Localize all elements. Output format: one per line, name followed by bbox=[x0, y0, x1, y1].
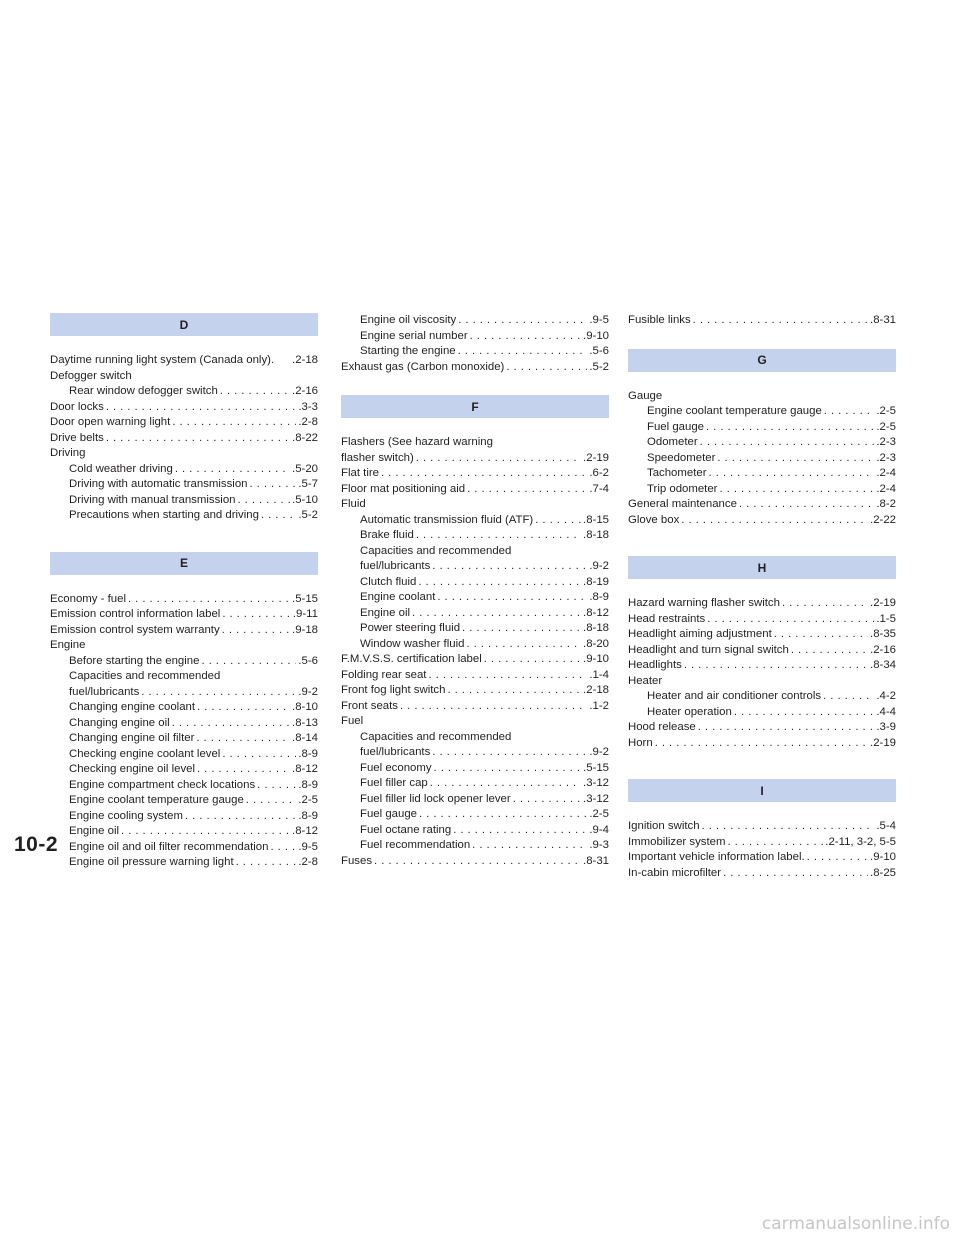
index-heading: Flashers (See hazard warning bbox=[341, 436, 493, 448]
index-column-1: D Daytime running light system (Canada o… bbox=[50, 313, 318, 871]
index-subentry: Starting the engine.....................… bbox=[360, 345, 609, 357]
index-subentry: Engine coolant temperature gauge........… bbox=[647, 405, 896, 417]
index-entry: Ignition switch.........................… bbox=[628, 820, 896, 832]
index-subentry: Odometer................................… bbox=[647, 436, 896, 448]
index-entry: General maintenance.....................… bbox=[628, 498, 896, 510]
index-subentry: Window washer fluid.....................… bbox=[360, 637, 609, 650]
index-subentry: Fuel gauge..............................… bbox=[647, 420, 896, 433]
index-subentry: Engine serial number....................… bbox=[360, 329, 609, 342]
index-entry: Headlight aiming adjustment.............… bbox=[628, 628, 896, 640]
index-subentry: Fuel gauge..............................… bbox=[360, 808, 609, 820]
index-subentry: Heater and air conditioner controls.....… bbox=[647, 690, 896, 702]
index-entry: Floor mat positioning aid...............… bbox=[341, 482, 609, 495]
index-subentry: Brake fluid.............................… bbox=[360, 529, 609, 541]
index-subentry: Engine oil pressure warning light.......… bbox=[69, 856, 318, 868]
index-subentry: Heater operation........................… bbox=[647, 705, 896, 718]
index-subentry: Changing engine coolant.................… bbox=[69, 701, 318, 713]
index-heading: Fluid bbox=[341, 498, 366, 510]
index-subentry: fuel/lubricants.........................… bbox=[360, 560, 609, 572]
index-entry: In-cabin microfilter....................… bbox=[628, 866, 896, 879]
section-header-e: E bbox=[50, 551, 318, 575]
index-subentry: Speedometer.............................… bbox=[647, 451, 896, 464]
index-entry: Immobilizer system......................… bbox=[628, 835, 896, 848]
index-entry: Hood release............................… bbox=[628, 721, 896, 733]
index-subentry: Trip odometer...........................… bbox=[647, 482, 896, 495]
page-number: 10-2 bbox=[14, 833, 59, 856]
index-subentry: Fuel octane rating......................… bbox=[360, 823, 609, 836]
index-entry: Head restraints.........................… bbox=[628, 612, 896, 625]
index-subentry: Engine oil..............................… bbox=[69, 825, 318, 837]
index-heading: Gauge bbox=[628, 389, 663, 402]
index-subentry: Automatic transmission fluid (ATF)......… bbox=[360, 513, 609, 526]
index-entry: Emission control information label......… bbox=[50, 608, 318, 620]
index-entry: Glove box...............................… bbox=[628, 513, 896, 526]
index-subentry: Rear window defogger switch.............… bbox=[69, 385, 318, 397]
section-header-f: F bbox=[341, 395, 609, 418]
index-entry: Fusible links...........................… bbox=[628, 314, 896, 326]
index-entry: Emission control system warranty........… bbox=[50, 623, 318, 636]
index-subentry: Fuel filler lid lock opener lever.......… bbox=[360, 792, 609, 805]
index-subentry: Changing engine oil.....................… bbox=[69, 716, 318, 729]
index-subentry: Precautions when starting and driving...… bbox=[69, 509, 318, 521]
index-subheading: Capacities and recommended bbox=[69, 670, 221, 682]
section-header-g: G bbox=[628, 348, 896, 372]
index-entry: Drive belts.............................… bbox=[50, 431, 318, 444]
index-entry: F.M.V.S.S. certification label..........… bbox=[341, 653, 609, 665]
index-subentry: Engine cooling system...................… bbox=[69, 809, 318, 822]
index-heading: Engine bbox=[50, 639, 86, 651]
index-entry: flasher switch).........................… bbox=[341, 451, 609, 464]
index-subentry: Engine oil and oil filter recommendation… bbox=[69, 840, 318, 853]
index-subentry: Checking engine oil level...............… bbox=[69, 763, 318, 775]
index-heading: Heater bbox=[628, 674, 663, 687]
index-subentry: Engine coolant temperature gauge........… bbox=[69, 794, 318, 806]
index-entry: Door locks..............................… bbox=[50, 400, 318, 413]
index-subentry: Driving with manual transmission........… bbox=[69, 493, 318, 506]
index-subentry: Engine oil..............................… bbox=[360, 606, 609, 619]
index-subentry: fuel/lubricants.........................… bbox=[69, 685, 318, 698]
index-subentry: Before starting the engine..............… bbox=[69, 654, 318, 667]
section-header-i: I bbox=[628, 779, 896, 802]
index-subheading: Capacities and recommended bbox=[360, 730, 512, 743]
watermark: carmanualsonline.info bbox=[761, 1214, 950, 1234]
index-entry: Horn....................................… bbox=[628, 736, 896, 749]
index-entry: Hazard warning flasher switch...........… bbox=[628, 597, 896, 609]
index-entry: Daytime running light system (Canada onl… bbox=[50, 354, 318, 366]
index-subentry: Fuel economy............................… bbox=[360, 761, 609, 774]
index-subentry: Cold weather driving....................… bbox=[69, 462, 318, 475]
index-subentry: Engine coolant..........................… bbox=[360, 591, 609, 603]
index-entry: Fuses...................................… bbox=[341, 854, 609, 867]
index-entry: Flat tire...............................… bbox=[341, 467, 609, 479]
section-header-h: H bbox=[628, 556, 896, 579]
index-entry: Exhaust gas (Carbon monoxide)...........… bbox=[341, 360, 609, 373]
index-heading: Driving bbox=[50, 447, 86, 459]
index-subentry: Tachometer..............................… bbox=[647, 467, 896, 479]
section-header-d: D bbox=[50, 313, 318, 336]
index-subentry: Engine compartment check locations......… bbox=[69, 778, 318, 791]
index-heading: Fuel bbox=[341, 715, 364, 727]
index-column-2: Engine oil viscosity....................… bbox=[341, 313, 609, 869]
index-subentry: Checking engine coolant level...........… bbox=[69, 747, 318, 760]
index-entry: Front seats.............................… bbox=[341, 699, 609, 712]
index-subentry: Engine oil viscosity....................… bbox=[360, 314, 609, 326]
index-subentry: Changing engine oil filter..............… bbox=[69, 732, 318, 744]
index-entry: Folding rear seat.......................… bbox=[341, 668, 609, 681]
index-entry: Headlight and turn signal switch........… bbox=[628, 643, 896, 656]
index-subheading: Capacities and recommended bbox=[360, 544, 512, 557]
index-subentry: Fuel recommendation.....................… bbox=[360, 839, 609, 851]
index-subentry: Power steering fluid....................… bbox=[360, 622, 609, 634]
index-column-3: Fusible links...........................… bbox=[628, 313, 896, 881]
index-subentry: Clutch fluid............................… bbox=[360, 575, 609, 588]
index-subentry: Fuel filler cap.........................… bbox=[360, 777, 609, 789]
index-entry: Economy - fuel..........................… bbox=[50, 592, 318, 605]
index-heading: Defogger switch bbox=[50, 369, 132, 382]
index-entry: Headlights..............................… bbox=[628, 659, 896, 671]
index-subentry: fuel/lubricants.........................… bbox=[360, 746, 609, 758]
index-entry: Door open warning light.................… bbox=[50, 416, 318, 428]
index-subentry: Driving with automatic transmission.....… bbox=[69, 478, 318, 490]
index-entry: Important vehicle information label.....… bbox=[628, 851, 896, 863]
index-entry: Front fog light switch..................… bbox=[341, 684, 609, 696]
